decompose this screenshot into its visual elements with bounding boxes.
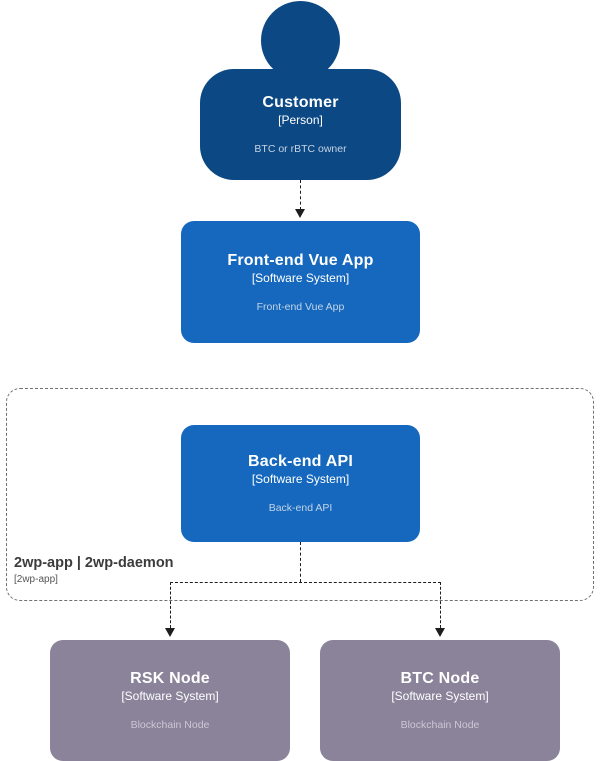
boundary-2wp-app-label: 2wp-app | 2wp-daemon [2wp-app] [14,554,174,586]
node-customer[interactable]: Customer [Person] BTC or rBTC owner [200,69,401,180]
boundary-2wp-app-name: 2wp-app | 2wp-daemon [14,555,174,571]
node-btc-node-description: Blockchain Node [400,719,480,731]
node-rsk-node-type: [Software System] [121,689,219,703]
node-frontend-vue-app-name: Front-end Vue App [227,251,374,269]
node-rsk-node[interactable]: RSK Node [Software System] Blockchain No… [50,640,290,761]
node-backend-api[interactable]: Back-end API [Software System] Back-end … [181,425,420,542]
connector-backend-split-bar [170,582,441,583]
connector-backend-to-rsk-node-arrowhead-icon [165,628,175,637]
node-customer-type: [Person] [278,113,323,127]
node-frontend-vue-app[interactable]: Front-end Vue App [Software System] Fron… [181,221,420,343]
node-customer-name: Customer [262,94,339,111]
node-backend-api-description: Back-end API [268,502,333,514]
node-frontend-vue-app-description: Front-end Vue App [256,300,345,313]
connector-customer-to-frontend-line [300,180,301,210]
node-btc-node-name: BTC Node [400,670,480,687]
node-customer-description: BTC or rBTC owner [254,143,347,155]
node-btc-node-type: [Software System] [391,689,489,703]
connector-backend-to-rsk-node-line [170,582,171,628]
connector-backend-trunk-line [300,542,301,582]
node-btc-node[interactable]: BTC Node [Software System] Blockchain No… [320,640,560,761]
node-frontend-vue-app-type: [Software System] [251,270,350,285]
connector-backend-to-btc-node-arrowhead-icon [435,628,445,637]
customer-person-head-icon [261,1,340,80]
boundary-2wp-app-type: [2wp-app] [14,574,58,585]
node-backend-api-name: Back-end API [248,453,353,470]
node-rsk-node-description: Blockchain Node [130,719,210,731]
connector-customer-to-frontend-arrowhead-icon [295,209,305,218]
connector-backend-to-btc-node-line [440,582,441,628]
node-rsk-node-name: RSK Node [130,670,210,687]
boundary-2wp-app [6,388,594,601]
node-backend-api-type: [Software System] [251,472,350,486]
